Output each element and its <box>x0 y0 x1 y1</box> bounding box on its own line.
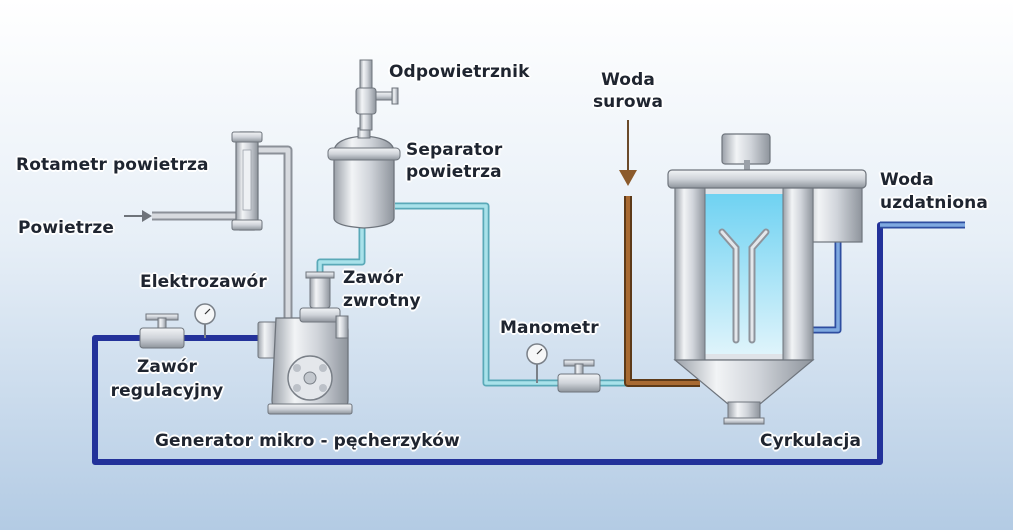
label-treated-water-line2: uzdatniona <box>880 193 988 213</box>
label-separator-line1: Separator <box>406 140 503 160</box>
solenoid-valve <box>139 313 185 349</box>
label-air-inlet: Powietrze <box>18 218 115 238</box>
label-check-valve-line2: zwrotny <box>343 291 421 311</box>
label-treated-water-line1: Woda <box>880 170 934 190</box>
air-vent <box>355 59 399 131</box>
label-raw-water-line1: Woda <box>601 70 655 90</box>
label-separator-line2: powietrza <box>406 162 502 182</box>
pressure-gauge-left <box>194 303 216 338</box>
control-valve-right <box>557 359 601 393</box>
label-raw-water-line2: surowa <box>592 92 664 112</box>
raw-water-arrow-icon <box>619 120 637 186</box>
check-valve <box>305 271 335 309</box>
rotameter <box>231 131 263 231</box>
label-circulation: Cyrkulacja <box>760 431 862 451</box>
raw-water-pipe <box>624 196 700 387</box>
label-control-valve-line2: regulacyjny <box>110 381 224 401</box>
flotation-tank <box>667 133 867 425</box>
label-control-valve-line1: Zawór <box>136 357 198 377</box>
air-inlet-arrow-icon <box>124 210 152 222</box>
manometer <box>526 343 548 383</box>
air-separator <box>327 127 401 229</box>
label-vent: Odpowietrznik <box>389 62 530 82</box>
air-pipe <box>152 145 293 318</box>
label-rotameter: Rotametr powietrza <box>16 155 209 175</box>
label-solenoid-valve: Elektrozawór <box>140 272 267 292</box>
label-check-valve-line1: Zawór <box>343 268 404 288</box>
label-manometer: Manometr <box>500 318 599 338</box>
label-microbubble-generator: Generator mikro - pęcherzyków <box>155 431 460 451</box>
microbubble-generator <box>257 307 353 415</box>
